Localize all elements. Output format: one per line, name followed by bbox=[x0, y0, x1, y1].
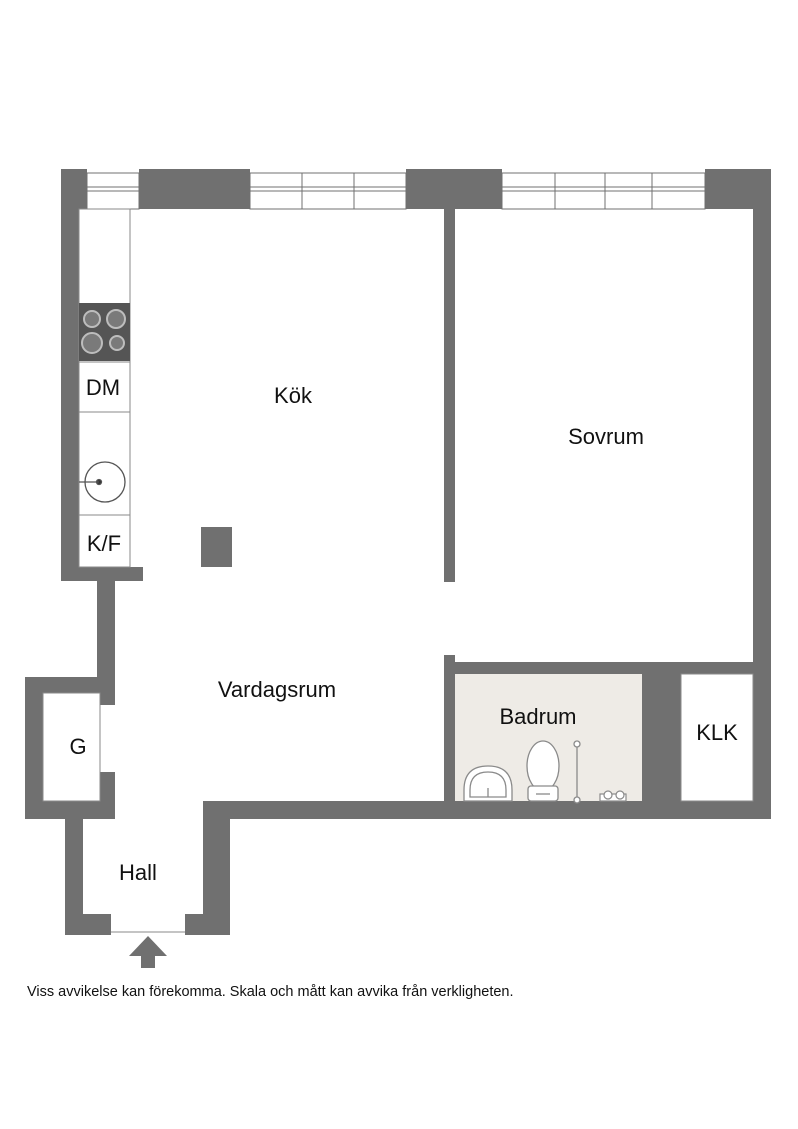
stove-icon bbox=[79, 303, 130, 361]
floor-drain-icon bbox=[599, 790, 627, 802]
wall-hall-right bbox=[203, 801, 230, 935]
wall-bottom-right bbox=[203, 801, 771, 819]
wall-left-living bbox=[97, 575, 115, 705]
wall-shaft bbox=[642, 662, 681, 812]
wall-wardrobe-top bbox=[25, 677, 115, 693]
door-openings bbox=[99, 705, 185, 933]
room-label-hall: Hall bbox=[119, 860, 157, 885]
wall-wardrobe-left bbox=[25, 677, 43, 819]
room-label-bathroom: Badrum bbox=[499, 704, 576, 729]
entrance-arrow-icon bbox=[129, 936, 167, 968]
pillar bbox=[201, 527, 232, 567]
wall-hall-left bbox=[65, 801, 83, 935]
sink-icon bbox=[79, 461, 126, 503]
windows bbox=[86, 172, 706, 210]
closet-interior bbox=[680, 673, 754, 802]
room-label-living-room: Vardagsrum bbox=[218, 677, 336, 702]
wall-kitchen-bottom bbox=[61, 567, 143, 581]
wall-bath-left bbox=[444, 655, 455, 811]
wall-bedroom-partition bbox=[444, 204, 455, 582]
room-label-wardrobe: G bbox=[69, 734, 86, 759]
toilet-icon bbox=[526, 740, 560, 802]
wall-right bbox=[753, 169, 771, 819]
room-label-kitchen: Kök bbox=[274, 383, 313, 408]
wall-wardrobe-right bbox=[100, 772, 115, 819]
wall-top-3 bbox=[406, 169, 502, 209]
wall-hall-bottom-right bbox=[185, 914, 230, 935]
washbasin-icon bbox=[463, 765, 513, 802]
wall-hall-bottom-left bbox=[65, 914, 111, 935]
shower-icon bbox=[573, 740, 581, 804]
appliance-label-fridge-freezer: K/F bbox=[87, 531, 121, 556]
wall-top-2 bbox=[139, 169, 250, 209]
wall-left-kitchen bbox=[61, 169, 79, 581]
disclaimer-text: Viss avvikelse kan förekomma. Skala och … bbox=[27, 984, 514, 1000]
room-label-bedroom: Sovrum bbox=[568, 424, 644, 449]
kitchen-counter bbox=[78, 208, 131, 568]
room-label-closet: KLK bbox=[696, 720, 738, 745]
walls bbox=[25, 169, 771, 935]
appliance-label-dishwasher: DM bbox=[86, 375, 120, 400]
wardrobe-interior bbox=[42, 692, 101, 802]
wall-bath-top bbox=[444, 662, 757, 674]
